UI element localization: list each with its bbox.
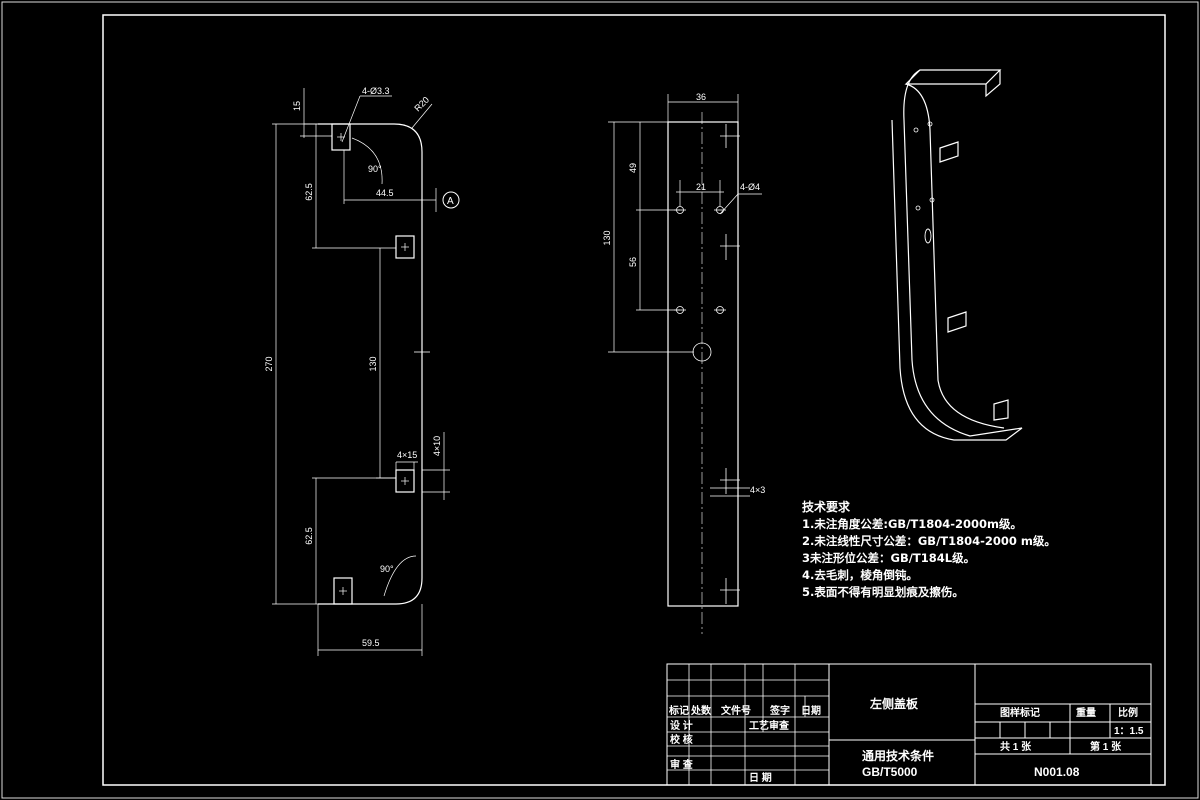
- tb-header-docno: 文件号: [721, 704, 751, 717]
- tb-scale-value: 1：1.5: [1114, 726, 1144, 737]
- datum-circle: [442, 191, 460, 209]
- part-name: 左侧盖板: [869, 696, 919, 711]
- tb-process: 工艺审查: [749, 719, 790, 732]
- front-view: [272, 88, 460, 656]
- tech-requirement-4: 4.去毛刺，棱角倒钝。: [802, 568, 918, 582]
- mount-tab-bottom: [333, 577, 353, 605]
- side-view-dims: 36 49 21 4-Ø4 130 56 4×3: [602, 92, 765, 495]
- dim-angle-top: 90°: [368, 164, 382, 174]
- datum-label: A: [447, 196, 454, 207]
- tb-header-date: 日期: [801, 704, 821, 717]
- tb-weight: 重量: [1076, 706, 1096, 719]
- side-view-outline: [667, 121, 739, 607]
- std-line2: GB/T5000: [862, 765, 918, 779]
- tb-stage-mark: 图样标记: [1000, 706, 1040, 719]
- mount-tab-mid-upper: [395, 235, 415, 259]
- dim-49: 49: [628, 163, 638, 173]
- dim-36: 36: [696, 92, 706, 102]
- tb-sheet-no: 第 1 张: [1090, 740, 1122, 753]
- dim-4x10: 4×10: [432, 436, 442, 456]
- dim-4x3: 4×3: [750, 485, 765, 495]
- tech-requirements: 技术要求 1.未注角度公差:GB/T1804-2000m级。 2.未注线性尺寸公…: [802, 499, 1162, 601]
- dim-130-side: 130: [602, 230, 612, 245]
- title-block-text: 标记 处数 文件号 签字 日期 设 计 工艺审查 校 核 审 查 日 期 左侧盖…: [668, 696, 1144, 784]
- dim-44: 44.5: [376, 188, 394, 198]
- dim-21: 21: [696, 182, 706, 192]
- dim-radius: R20: [412, 95, 431, 114]
- title-block: [666, 663, 1152, 786]
- dim-hole-spec-side: 4-Ø4: [740, 182, 760, 192]
- dim-130: 130: [368, 356, 378, 371]
- dim-59: 59.5: [362, 638, 380, 648]
- tb-sheets-total: 共 1 张: [1000, 740, 1032, 753]
- mount-tab-top: [331, 123, 351, 151]
- tb-date2: 日 期: [749, 771, 772, 784]
- dim-4x15: 4×15: [397, 450, 417, 460]
- tech-requirement-5: 5.表面不得有明显划痕及擦伤。: [802, 585, 964, 599]
- dim-62-bottom: 62.5: [304, 527, 314, 545]
- dim-15: 15: [292, 101, 302, 111]
- dim-62-top: 62.5: [304, 183, 314, 201]
- drawing-border: [102, 14, 1166, 786]
- tech-requirement-2: 2.未注线性尺寸公差：GB/T1804-2000 m级。: [802, 534, 1056, 548]
- side-view: [608, 94, 762, 634]
- tech-requirement-3: 3未注形位公差：GB/T184L级。: [802, 551, 976, 565]
- mount-tab-mid-lower: [395, 469, 415, 493]
- tb-review: 审 查: [670, 758, 694, 771]
- dim-angle-bottom: 90°: [380, 564, 394, 574]
- tech-requirements-title: 技术要求: [802, 500, 851, 514]
- tb-header-zones: 处数: [690, 704, 712, 717]
- dim-270: 270: [264, 356, 274, 371]
- tb-header-sign: 签字: [769, 704, 790, 717]
- dim-56: 56: [628, 257, 638, 267]
- front-view-dims: 15 4-Ø3.3 R20 90° 62.5 44.5 A 270 130 4×…: [264, 86, 454, 648]
- tb-check: 校 核: [670, 733, 693, 746]
- tb-header-mark: 标记: [668, 704, 689, 717]
- isometric-view: [891, 69, 1023, 441]
- drawing-number: N001.08: [1034, 765, 1080, 779]
- tb-scale-label: 比例: [1118, 706, 1138, 719]
- dim-hole-spec: 4-Ø3.3: [362, 86, 390, 96]
- std-line1: 通用技术条件: [862, 748, 934, 763]
- front-view-outline: [318, 123, 423, 605]
- tech-requirement-1: 1.未注角度公差:GB/T1804-2000m级。: [802, 517, 1022, 531]
- tb-design: 设 计: [670, 719, 693, 732]
